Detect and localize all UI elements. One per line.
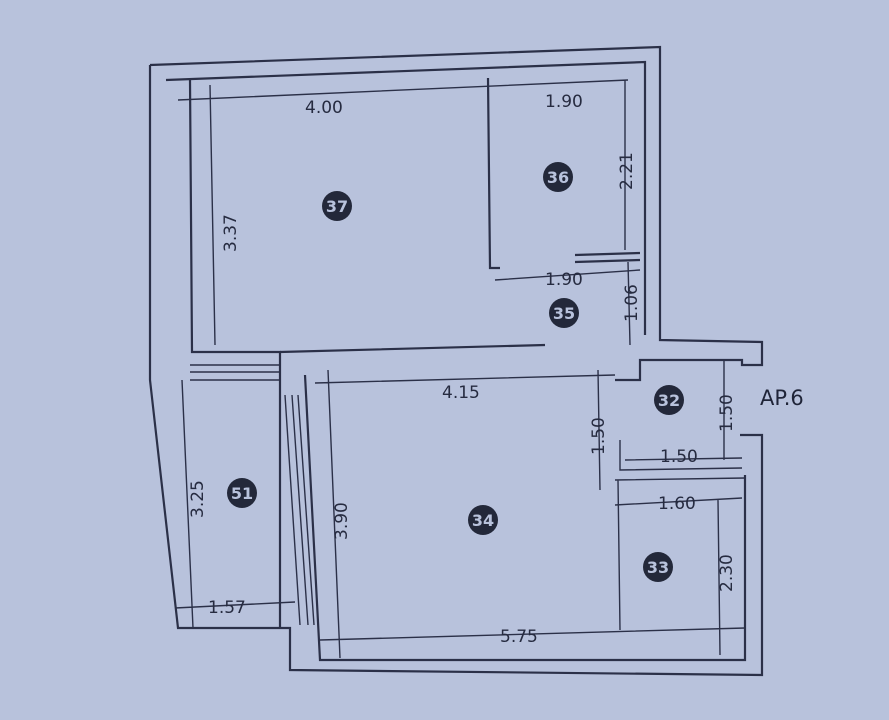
dim-room33-width: 1.60: [658, 494, 696, 514]
dim-room37-width: 4.00: [305, 98, 343, 118]
room-37-marker: 37: [322, 191, 352, 221]
walls: [148, 45, 764, 677]
svg-text:32: 32: [658, 391, 680, 410]
dim-room35-height: 1.06: [622, 284, 642, 322]
dim-room32-height-right: 1.50: [717, 394, 737, 432]
room-34-marker: 34: [468, 505, 498, 535]
dim-room33-height: 2.30: [717, 554, 737, 592]
room-32-marker: 32: [654, 385, 684, 415]
dim-room36-height: 2.21: [617, 152, 637, 190]
dim-total-bottom-width: 5.75: [500, 627, 538, 647]
dim-room32-height-left: 1.50: [589, 417, 609, 455]
dimension-lines: [174, 79, 746, 659]
room-35-marker: 35: [549, 298, 579, 328]
svg-text:36: 36: [547, 168, 569, 187]
room-36-marker: 36: [543, 162, 573, 192]
dim-room34-width: 4.15: [442, 383, 480, 403]
dim-room36-width-top: 1.90: [545, 92, 583, 112]
svg-text:51: 51: [231, 484, 253, 503]
room-markers: 37 36 35 32 34 51 33: [227, 162, 684, 582]
room-51-marker: 51: [227, 478, 257, 508]
dim-room36-width-bottom: 1.90: [545, 270, 583, 290]
svg-text:33: 33: [647, 558, 669, 577]
svg-text:37: 37: [326, 197, 348, 216]
dimension-labels: 4.00 1.90 2.21 3.37 1.90 1.06 4.15 1.50 …: [188, 92, 737, 647]
svg-text:35: 35: [553, 304, 575, 323]
dim-room51-width: 1.57: [208, 598, 246, 618]
apartment-label: AP.6: [760, 386, 804, 410]
dim-room34-height: 3.90: [332, 502, 352, 540]
room-33-marker: 33: [643, 552, 673, 582]
dim-room32-width: 1.50: [660, 447, 698, 467]
dim-room51-height: 3.25: [188, 480, 208, 518]
dim-room37-height: 3.37: [221, 214, 241, 252]
svg-text:34: 34: [472, 511, 494, 530]
